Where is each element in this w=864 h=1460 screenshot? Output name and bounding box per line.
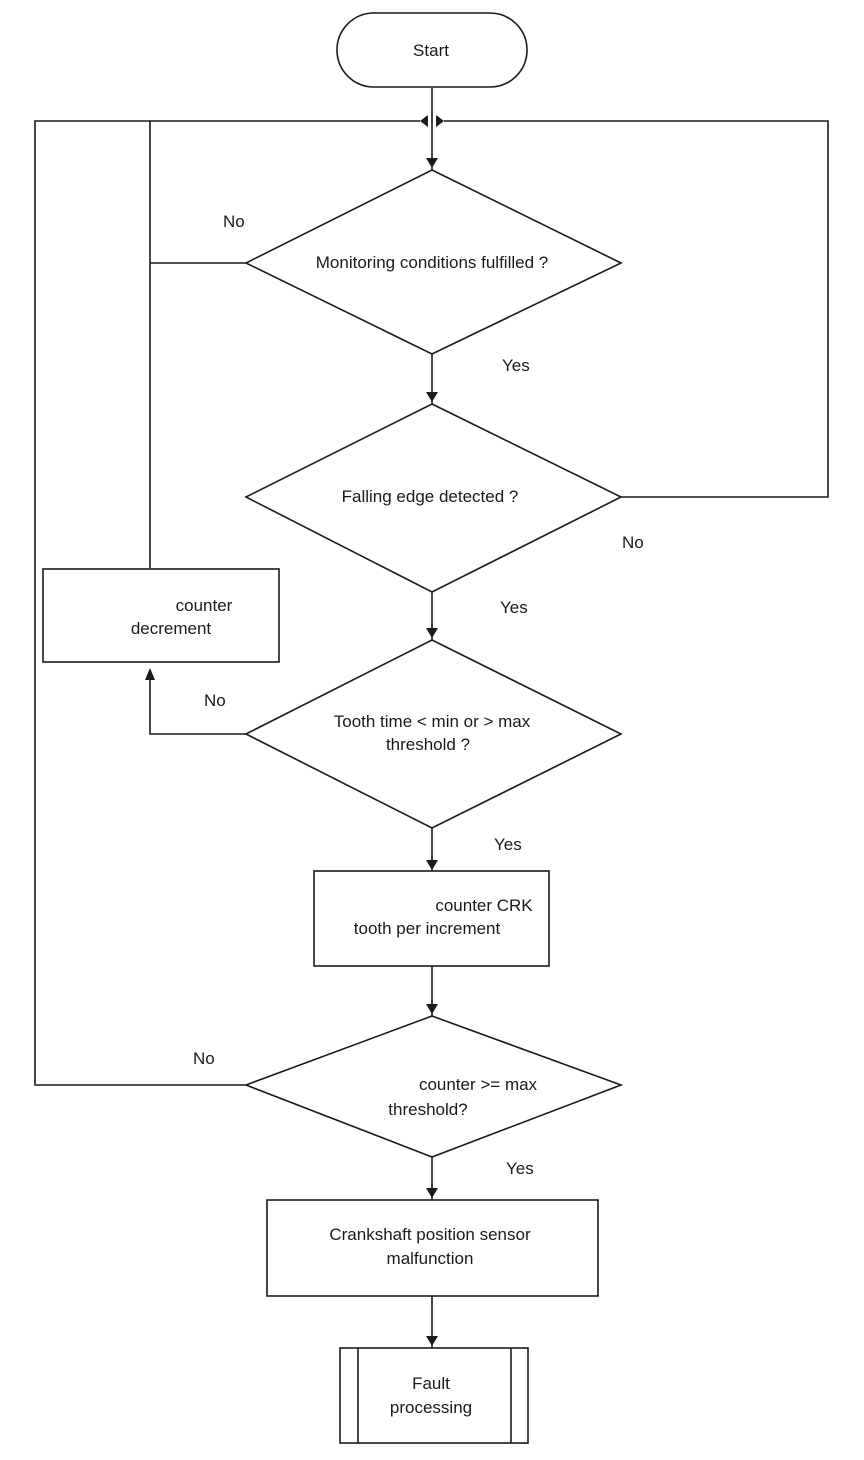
arrowheads [145,115,444,1346]
increment-label-line1: counter CRK [435,896,533,915]
tooth-time-label-line1: Tooth time < min or > max [334,712,531,731]
arrowhead-decrement [145,668,155,680]
arrowhead-counter [426,1004,438,1014]
tooth-time-label-line2: threshold ? [386,735,470,754]
process-counter-decrement [42,568,280,663]
decrement-label-line1: counter [176,596,233,615]
malfunction-label-line1: Crankshaft position sensor [329,1225,531,1244]
arrowhead-increment [426,860,438,870]
connectors [34,88,829,1348]
arrowhead-falling [426,392,438,402]
label-no-tooth: No [204,691,226,710]
counter-threshold-label-line1: counter >= max [419,1075,538,1094]
arrowhead-tooth [426,628,438,638]
label-no-counter: No [193,1049,215,1068]
process-sensor-malfunction [266,1199,599,1297]
label-yes-counter: Yes [506,1159,534,1178]
connector-tooth-no [149,676,246,735]
arrowhead-fault [426,1336,438,1346]
arrowhead-malfunction [426,1188,438,1198]
monitoring-label: Monitoring conditions fulfilled ? [316,253,548,272]
connector-falling-no-loop [444,120,829,498]
connector-counter-no-loop [34,120,420,1086]
process-counter-increment [313,870,550,967]
start-terminator [336,12,528,88]
label-no-falling: No [622,533,644,552]
label-yes-monitoring: Yes [502,356,530,375]
counter-threshold-label-line2: threshold? [388,1100,467,1119]
decision-monitoring [244,169,623,355]
malfunction-label-line2: malfunction [387,1249,474,1268]
label-yes-tooth: Yes [494,835,522,854]
decision-tooth-time [244,639,623,829]
fault-label-line2: processing [390,1398,472,1417]
decrement-label-line2: decrement [131,619,212,638]
increment-label-line2: tooth per increment [354,919,501,938]
subprocess-fault-processing [339,1347,529,1444]
arrowhead-merge-right [436,115,444,127]
falling-edge-label: Falling edge detected ? [342,487,519,506]
decision-falling-edge [244,403,623,593]
label-no-monitoring: No [223,212,245,231]
arrowhead-merge-left [420,115,428,127]
arrowhead-monitoring [426,158,438,168]
decision-counter-threshold [243,1015,624,1158]
start-label: Start [413,41,449,60]
fault-label-line1: Fault [412,1374,450,1393]
label-yes-falling: Yes [500,598,528,617]
